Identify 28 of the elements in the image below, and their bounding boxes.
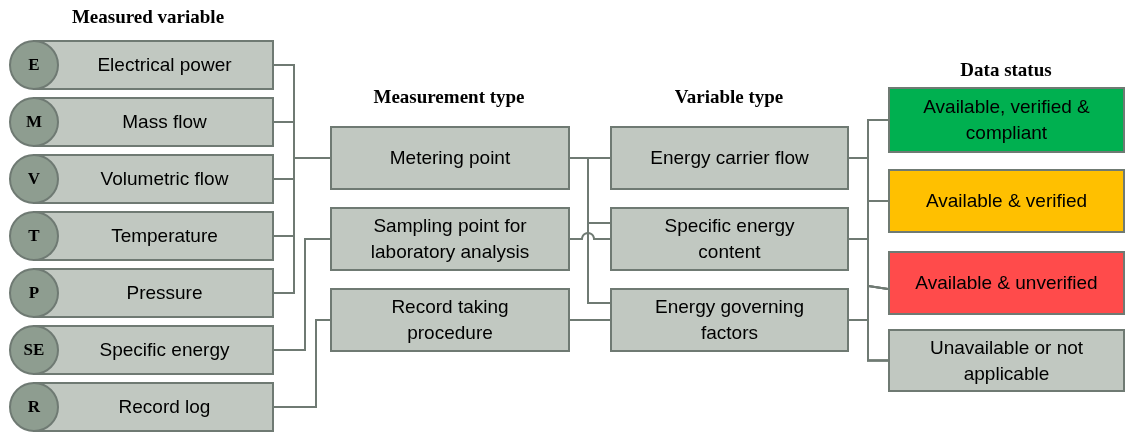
variable-symbol: E <box>9 40 59 90</box>
process-box: Metering point <box>330 126 570 190</box>
connector-line <box>273 319 331 408</box>
process-box: Energy carrier flow <box>610 126 849 190</box>
connector-line <box>569 319 611 321</box>
status-box: Available & verified <box>888 169 1125 233</box>
column-heading: Measurement type <box>373 86 525 108</box>
variable-symbol: R <box>9 382 59 432</box>
connector-line <box>569 232 611 240</box>
status-box: Available, verified & compliant <box>888 87 1125 153</box>
variable-symbol: SE <box>9 325 59 375</box>
variable-symbol: P <box>9 268 59 318</box>
status-box: Available & unverified <box>888 251 1125 315</box>
connector-line <box>569 157 611 304</box>
process-box: Specific energy content <box>610 207 849 271</box>
column-heading: Data status <box>960 59 1052 81</box>
variable-symbol: T <box>9 211 59 261</box>
process-box: Energy governing factors <box>610 288 849 352</box>
connector-line <box>848 319 889 362</box>
process-box: Record taking procedure <box>330 288 570 352</box>
status-box: Unavailable or not applicable <box>888 329 1125 392</box>
variable-symbol: V <box>9 154 59 204</box>
process-box: Sampling point for laboratory analysis <box>330 207 570 271</box>
connector-line <box>273 157 331 294</box>
column-heading: Variable type <box>674 86 784 108</box>
variable-symbol: M <box>9 97 59 147</box>
column-heading: Measured variable <box>71 6 225 28</box>
connector-line <box>273 238 331 351</box>
